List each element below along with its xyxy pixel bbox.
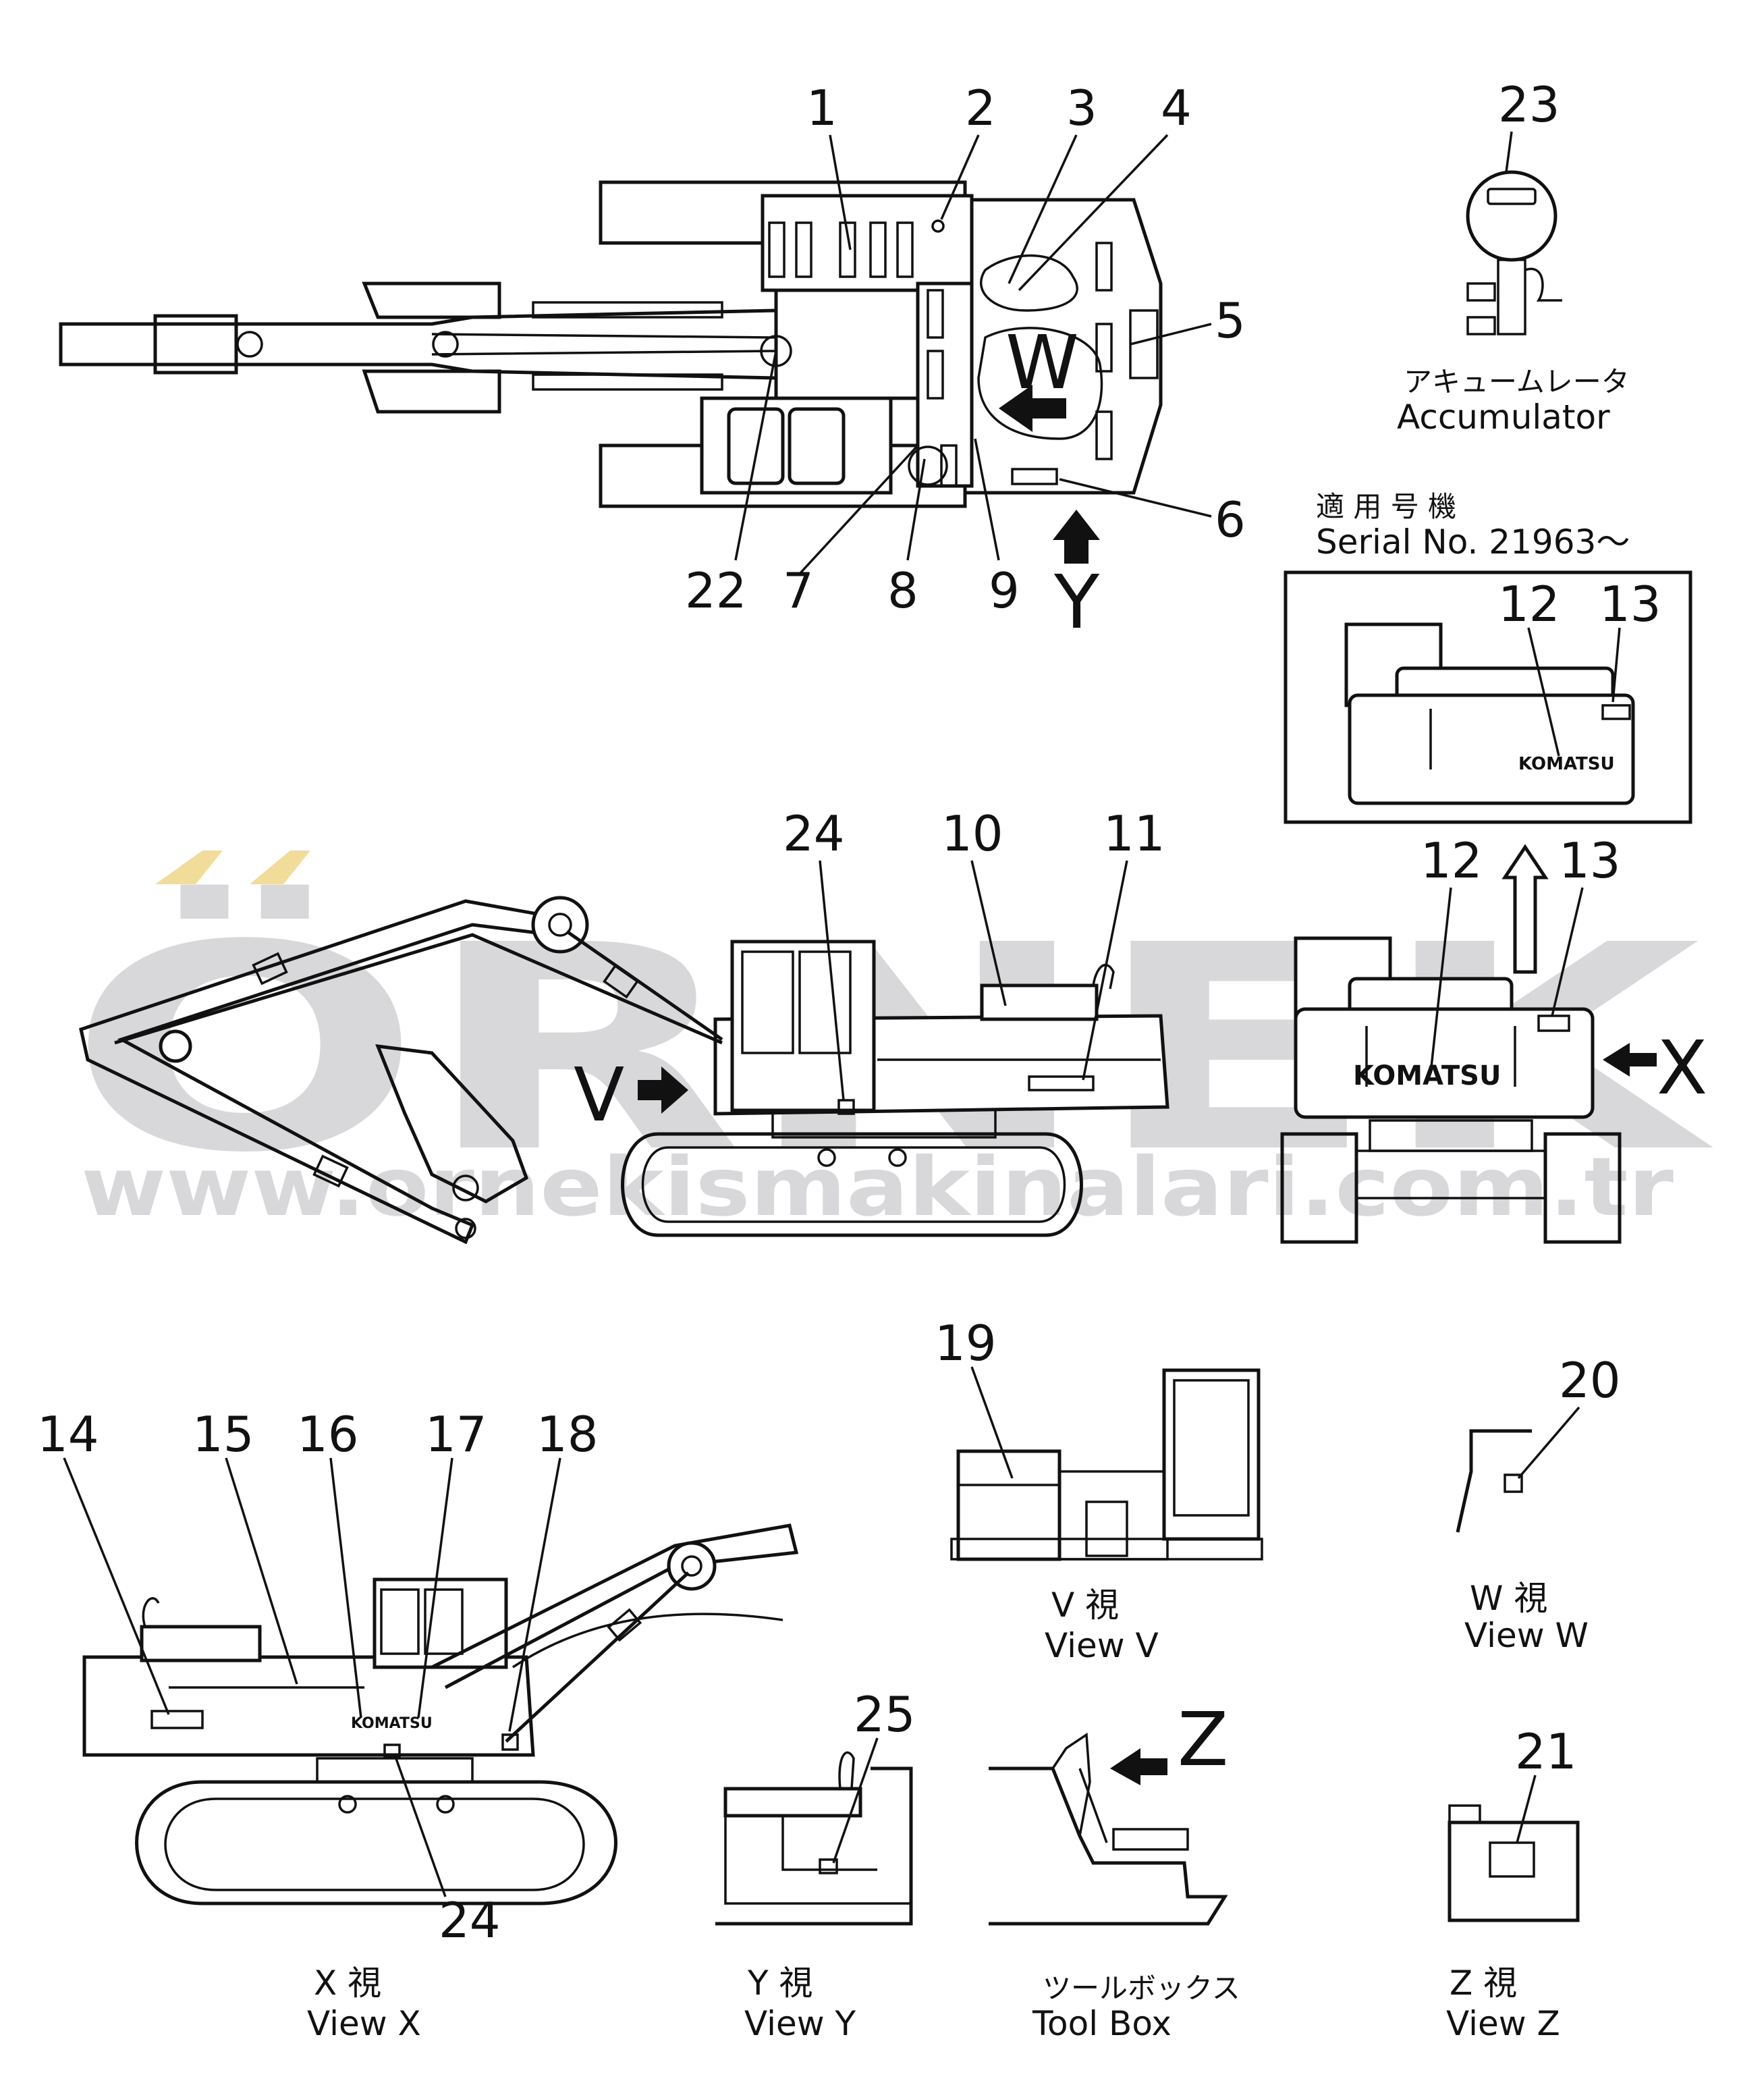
top-view-drawing	[59, 180, 1163, 508]
view-y-drawing: 25 Y 視 View Y	[715, 1686, 916, 2043]
marker-w: W	[1005, 319, 1079, 406]
marker-y: Y	[1053, 559, 1100, 645]
callout-16: 16	[297, 1406, 359, 1463]
serial-jp: 適 用 号 機	[1316, 490, 1456, 523]
rear-view-drawing: KOMATSU 12 13 X	[1280, 832, 1707, 1244]
callout-3: 3	[1066, 80, 1097, 136]
view-z-en: View Z	[1446, 2004, 1560, 2043]
view-z-jp: Z 視	[1450, 1964, 1517, 2003]
callout-15: 15	[192, 1406, 254, 1463]
callout-17: 17	[425, 1406, 487, 1463]
view-w-en: View W	[1464, 1616, 1589, 1655]
watermark-url: www.ornekismakinalari.com.tr	[81, 1141, 1674, 1235]
view-v-drawing: 19 V 視 View V	[935, 1315, 1263, 1665]
callout-14: 14	[37, 1406, 99, 1463]
callout-23: 23	[1498, 76, 1560, 133]
callout-24-viewx: 24	[439, 1892, 501, 1949]
arrow-x-icon	[1603, 1043, 1657, 1077]
view-z-drawing: 21 Z 視 View Z	[1446, 1723, 1580, 2043]
view-y-jp: Y 視	[747, 1964, 812, 2003]
marker-x: X	[1657, 1025, 1707, 1111]
view-w-jp: W 視	[1470, 1579, 1547, 1618]
view-v-jp: V 視	[1051, 1586, 1119, 1625]
komatsu-small: KOMATSU	[1518, 754, 1615, 774]
view-x-drawing: KOMATSU	[82, 1523, 799, 1905]
side-view-callouts: 24 10 11 V	[574, 805, 1165, 1138]
callout-2: 2	[965, 80, 996, 136]
view-v-en: View V	[1045, 1626, 1159, 1665]
callout-25: 25	[854, 1686, 916, 1743]
view-x-jp: X 視	[314, 1964, 381, 2003]
callout-21: 21	[1515, 1723, 1577, 1780]
callout-24-side: 24	[783, 805, 845, 862]
marker-v: V	[574, 1052, 624, 1138]
callout-10: 10	[941, 805, 1003, 862]
view-w-drawing: 20 W 視 View W	[1456, 1352, 1621, 1655]
callout-6: 6	[1215, 491, 1246, 548]
komatsu-large: KOMATSU	[1353, 1060, 1501, 1091]
arrow-w-icon	[999, 385, 1066, 432]
arrow-z-icon	[1110, 1748, 1167, 1785]
arrow-v-icon	[638, 1066, 688, 1114]
callout-20: 20	[1559, 1352, 1621, 1409]
accumulator-jp: アキュームレータ	[1404, 365, 1630, 398]
toolbox-jp: ツールボックス	[1043, 1972, 1240, 2005]
toolbox-drawing: Z ツールボックス Tool Box	[989, 1696, 1240, 2043]
callout-8: 8	[887, 562, 918, 619]
serial-inset: 適 用 号 機 Serial No. 21963～ KOMATSU 12 13	[1284, 490, 1692, 824]
callout-4: 4	[1161, 80, 1192, 136]
callout-9: 9	[989, 562, 1020, 619]
callout-11: 11	[1103, 805, 1165, 862]
callout-18: 18	[536, 1406, 599, 1463]
toolbox-en: Tool Box	[1032, 2004, 1172, 2043]
view-x-callouts: 14 15 16 17 18 24 X 視 View X	[37, 1406, 599, 2043]
top-view-markers: W Y	[999, 319, 1100, 645]
view-x-en: View X	[307, 2004, 421, 2043]
callout-1: 1	[806, 80, 837, 136]
callout-13-rear: 13	[1559, 832, 1621, 889]
callout-7: 7	[783, 562, 814, 619]
arrow-y-icon	[1053, 510, 1100, 564]
callout-5: 5	[1215, 292, 1246, 349]
callout-12-inset: 12	[1498, 576, 1560, 632]
callout-19: 19	[935, 1315, 997, 1372]
komatsu-side: KOMATSU	[351, 1715, 433, 1732]
serial-en: Serial No. 21963～	[1316, 522, 1630, 562]
marker-z: Z	[1178, 1696, 1228, 1783]
accumulator-en: Accumulator	[1397, 398, 1610, 437]
callout-22: 22	[685, 562, 747, 619]
top-view-callouts: 1 2 3 4 5 6 22 7 8 9	[685, 80, 1246, 619]
accumulator-group: 23 アキュームレータ Accumulator	[1397, 76, 1630, 437]
view-y-en: View Y	[744, 2004, 856, 2043]
callout-12-rear: 12	[1421, 832, 1483, 889]
callout-13-inset: 13	[1599, 576, 1661, 632]
